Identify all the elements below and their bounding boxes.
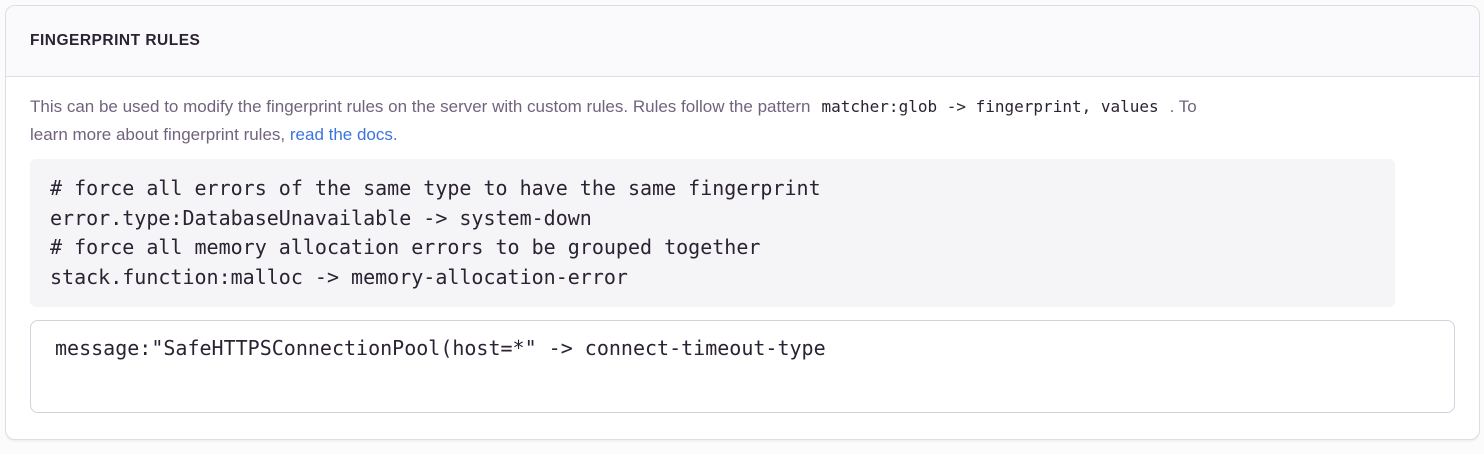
description-text: This can be used to modify the fingerpri… xyxy=(30,93,1455,149)
fingerprint-rules-example-code: # force all errors of the same type to h… xyxy=(30,159,1395,307)
fingerprint-rules-input[interactable]: message:"SafeHTTPSConnectionPool(host=*"… xyxy=(30,320,1455,413)
pattern-inline-code: matcher:glob -> fingerprint, values xyxy=(821,97,1159,116)
panel-body: This can be used to modify the fingerpri… xyxy=(6,77,1479,439)
panel-title: FINGERPRINT RULES xyxy=(30,32,201,49)
description-segment-3: learn more about fingerprint rules, xyxy=(30,125,286,144)
fingerprint-rules-panel: FINGERPRINT RULES This can be used to mo… xyxy=(5,5,1480,440)
read-the-docs-link[interactable]: read the docs. xyxy=(289,125,398,144)
description-segment-2: . To xyxy=(1169,97,1197,116)
panel-header: FINGERPRINT RULES xyxy=(6,6,1479,77)
description-segment-1: This can be used to modify the fingerpri… xyxy=(30,97,811,116)
